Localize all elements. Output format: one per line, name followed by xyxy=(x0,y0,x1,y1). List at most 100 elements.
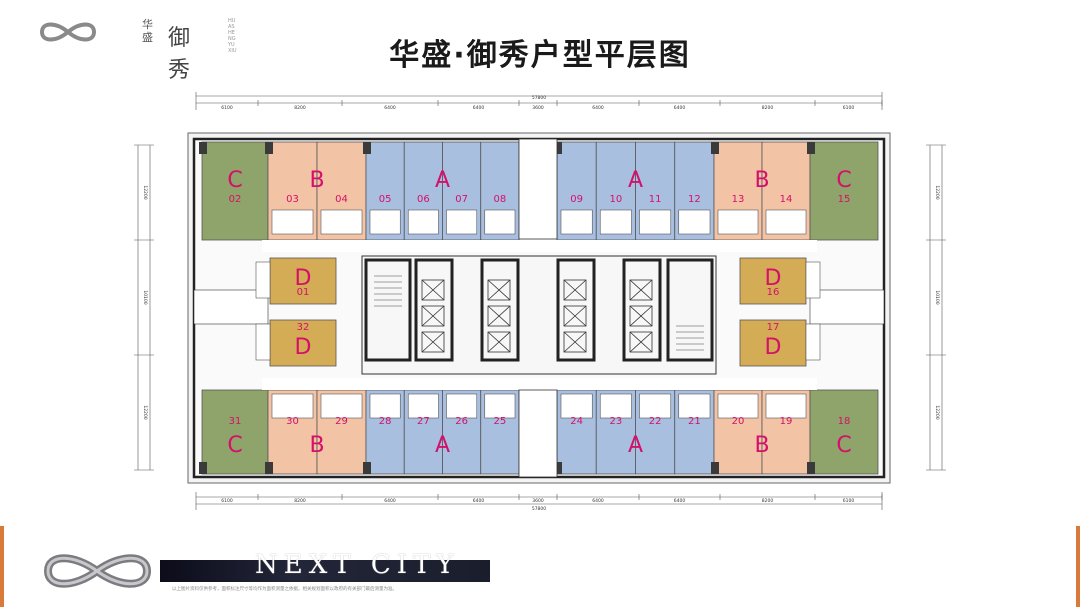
unit-number-label: 23 xyxy=(610,416,623,427)
shaft-bottom xyxy=(518,389,558,478)
bathroom-fixture xyxy=(805,261,821,299)
column-pillar xyxy=(554,142,562,154)
bathroom-fixture xyxy=(369,393,401,419)
dim-right-label: 12200 xyxy=(934,185,940,199)
bathroom-fixture xyxy=(255,261,271,299)
dim-top-label: 3600 xyxy=(532,105,544,111)
unit-number-label: 30 xyxy=(286,416,299,427)
infinity-logo-icon xyxy=(39,22,97,42)
column-pillar xyxy=(265,142,273,154)
unit-type-letter: D xyxy=(295,335,312,360)
dim-top-label: 6100 xyxy=(221,105,233,111)
unit-c-room xyxy=(809,389,879,475)
unit-number-label: 01 xyxy=(297,287,310,298)
unit-type-letter: D xyxy=(295,266,312,291)
page-title: 华盛·御秀户型平层图 xyxy=(389,38,691,73)
footer-tagline: NEXT CITY xyxy=(255,550,460,580)
dim-left-label: 12200 xyxy=(142,405,148,419)
dim-top-label: 8200 xyxy=(294,105,306,111)
corridor-lower xyxy=(262,378,817,390)
footer-disclaimer: 以上图片资料仅供参考，面积标注尺寸等均作为面积测量之依据，相关规划面积以政府的有… xyxy=(172,587,397,592)
bathroom-fixture xyxy=(717,393,759,419)
column-pillar xyxy=(199,142,207,154)
unit-number-label: 17 xyxy=(767,322,780,333)
bathroom-fixture xyxy=(271,209,314,235)
bathroom-fixture xyxy=(446,393,478,419)
unit-number-label: 25 xyxy=(494,416,507,427)
unit-number-label: 31 xyxy=(229,416,242,427)
column-pillar xyxy=(711,142,719,154)
unit-type-letter: C xyxy=(836,168,851,193)
unit-number-label: 07 xyxy=(455,194,468,205)
dim-bottom-label: 6100 xyxy=(843,498,855,504)
bathroom-fixture xyxy=(320,393,363,419)
dim-top-label: 6400 xyxy=(592,105,604,111)
unit-d-room xyxy=(269,257,337,305)
column-pillar xyxy=(807,462,815,474)
column-pillar xyxy=(807,142,815,154)
unit-number-label: 26 xyxy=(455,416,468,427)
bathroom-fixture xyxy=(271,393,314,419)
shaft-top xyxy=(518,138,558,240)
dim-right-label: 10100 xyxy=(934,290,940,304)
bathroom-fixture xyxy=(446,209,478,235)
bathroom-fixture xyxy=(369,209,401,235)
bathroom-fixture xyxy=(407,393,439,419)
unit-d-room xyxy=(269,319,337,367)
unit-type-letter: B xyxy=(309,433,324,458)
dim-top-label: 6100 xyxy=(843,105,855,111)
unit-type-letter: B xyxy=(309,168,324,193)
footer-infinity-logo-icon xyxy=(43,554,152,588)
unit-number-label: 19 xyxy=(780,416,793,427)
unit-number-label: 20 xyxy=(732,416,745,427)
unit-type-letter: A xyxy=(435,433,450,458)
unit-number-label: 05 xyxy=(379,194,392,205)
unit-c-room xyxy=(201,389,269,475)
dimension-left xyxy=(134,144,154,471)
unit-number-label: 04 xyxy=(335,194,348,205)
dim-left-label: 10100 xyxy=(142,290,148,304)
bathroom-fixture xyxy=(765,209,807,235)
gap-left xyxy=(193,289,269,325)
bathroom-fixture xyxy=(320,209,363,235)
unit-number-label: 15 xyxy=(838,194,851,205)
unit-number-label: 11 xyxy=(649,194,662,205)
unit-number-label: 21 xyxy=(688,416,701,427)
bathroom-fixture xyxy=(678,393,711,419)
dim-total-top: 57800 xyxy=(532,95,546,101)
dim-bottom-label: 6100 xyxy=(221,498,233,504)
unit-number-label: 28 xyxy=(379,416,392,427)
column-pillar xyxy=(363,462,371,474)
unit-number-label: 02 xyxy=(229,194,242,205)
unit-number-label: 13 xyxy=(732,194,745,205)
unit-c-room xyxy=(201,141,269,241)
dim-top-label: 6400 xyxy=(384,105,396,111)
unit-number-label: 24 xyxy=(570,416,583,427)
unit-number-label: 09 xyxy=(570,194,583,205)
unit-c-room xyxy=(809,141,879,241)
unit-type-letter: C xyxy=(227,168,242,193)
unit-number-label: 10 xyxy=(610,194,623,205)
unit-number-label: 06 xyxy=(417,194,430,205)
unit-type-letter: C xyxy=(836,433,851,458)
unit-number-label: 18 xyxy=(838,416,851,427)
bathroom-fixture xyxy=(599,393,632,419)
bathroom-fixture xyxy=(639,393,672,419)
column-pillar xyxy=(554,462,562,474)
column-pillar xyxy=(363,142,371,154)
unit-d-room xyxy=(739,257,807,305)
unit-type-letter: A xyxy=(435,168,450,193)
bathroom-fixture xyxy=(407,209,439,235)
unit-d-room xyxy=(739,319,807,367)
unit-number-label: 03 xyxy=(286,194,299,205)
bathroom-fixture xyxy=(599,209,632,235)
dim-top-label: 6400 xyxy=(473,105,485,111)
unit-type-letter: A xyxy=(628,168,643,193)
unit-number-label: 16 xyxy=(767,287,780,298)
bathroom-fixture xyxy=(765,393,807,419)
dim-top-label: 6400 xyxy=(674,105,686,111)
dim-right-label: 12200 xyxy=(934,405,940,419)
column-pillar xyxy=(711,462,719,474)
footer-accent-right xyxy=(1076,526,1080,607)
